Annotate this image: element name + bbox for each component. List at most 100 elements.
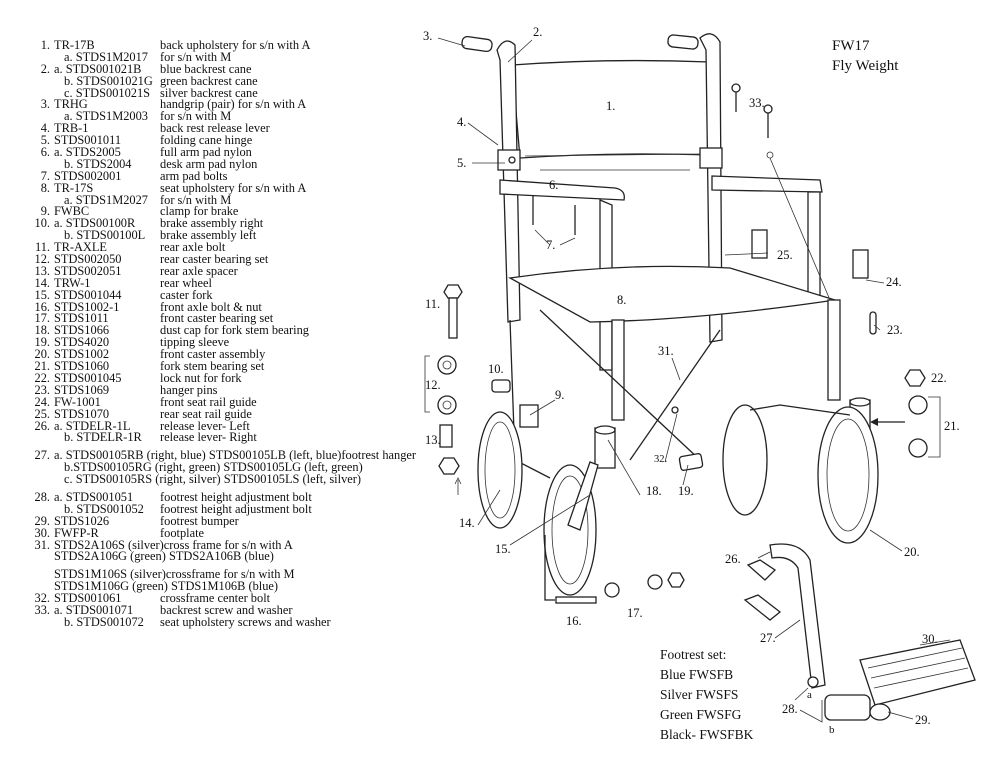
part-description: seat upholstery screws and washer [160,614,331,629]
part-code: a. STDS00100R [54,216,136,231]
part-description: rear axle spacer [160,263,238,278]
part-number: 9. [40,204,50,219]
part-code: STDS1002-1 [54,299,120,314]
brake-assembly [491,379,511,393]
part-description: rear axle bolt [160,240,226,255]
rear-axle-spacer [439,424,453,448]
part-number: 24. [34,394,51,409]
part-description: hanger pins [160,382,218,397]
part-description: back rest release lever [160,121,270,136]
folding-cane-hinge-right [699,147,723,169]
part-description: footrest height adjustment bolt [160,501,312,516]
part-code: STDS1002 [54,347,110,362]
part-number: 6. [40,145,50,160]
arm-pad-left [499,179,625,201]
part-code: STDS001044 [54,287,122,302]
part-code: STDS1M106S (silver)crossframe for s/n wi… [54,567,295,582]
callout-28b: b [829,724,835,736]
backrest-cane-right [699,33,723,343]
part-code: TRB-1 [54,121,89,136]
arm-support-right [807,191,821,301]
part-description: clamp for brake [160,204,239,219]
handgrip-left [461,35,493,53]
front-bearing [647,574,663,590]
part-code: a. STDS001021B [54,61,142,76]
footrest-bumper [869,703,891,721]
brake-clamp [519,404,539,428]
part-code: STDS002051 [54,263,122,278]
arm-pad-right [711,175,823,193]
part-code: a. STDS00105RB (right, blue) STDS00105LB… [54,448,417,463]
part-description: caster fork [160,287,213,302]
part-code: STDS1070 [54,406,110,421]
part-description: rear seat rail guide [160,406,252,421]
part-code: STDS1026 [54,513,110,528]
part-number: 16. [34,299,51,314]
part-number: 5. [40,133,50,148]
part-description: front caster assembly [160,347,266,362]
part-code: STDS002050 [54,252,122,267]
part-code: a. STDS1M2003 [64,109,148,124]
callout-28a: a [807,689,812,701]
part-code: FWFP-R [54,525,99,540]
cross-frame-bar [629,329,721,461]
part-code: b. STDS001072 [64,614,144,629]
callout-13: 13. [425,433,441,447]
lock-nut [904,369,926,387]
part-code: a. STDS001071 [54,602,134,617]
front-leg-right [827,299,841,401]
part-number: 14. [34,275,51,290]
part-description: front axle bolt & nut [160,299,262,314]
footrest-option: Blue FWSFB [660,667,734,682]
callout-18: 18. [646,484,662,498]
part-code: FW-1001 [54,394,101,409]
callout-3: 3. [423,29,432,43]
part-description: seat upholstery for s/n with A [160,180,307,195]
callout-12: 12. [425,378,441,392]
part-number: 28. [34,489,51,504]
crossframe-center-bolt [671,406,679,414]
part-description: lock nut for fork [160,370,242,385]
part-code: TR-AXLE [54,240,107,255]
part-code: b.STDS00105RG (right, green) STDS00105LG… [64,460,363,475]
callout-14: 14. [459,516,475,530]
callout-16: 16. [566,614,582,628]
part-description: full arm pad nylon [160,145,252,160]
part-description: for s/n with M [160,109,232,124]
part-code: a. STDELR-1L [54,418,131,433]
part-number: 10. [34,216,51,231]
footrest-option: Green FWSFG [660,707,742,722]
model-name: Fly Weight [832,58,899,74]
footrest-hanger [743,543,826,689]
footrest-clamp [824,694,871,721]
part-number: 4. [40,121,50,136]
part-code: STDS002001 [54,168,122,183]
callout-17: 17. [627,606,643,620]
part-code: STDS001045 [54,370,122,385]
callout-4: 4. [457,115,466,129]
part-code: STDS4020 [54,335,110,350]
part-code: TRW-1 [54,275,91,290]
footrest-option: Silver FWSFS [660,687,739,702]
part-number: 3. [40,97,50,112]
callout-11: 11. [425,297,440,311]
part-code: b. STDS00100L [64,228,146,243]
part-description: footrest height adjustment bolt [160,489,312,504]
part-number: 1. [40,38,50,52]
callout-20: 20. [904,545,920,559]
part-description: for s/n with M [160,192,232,207]
front-axle-bolt [555,596,597,604]
part-description: back upholstery for s/n with A [160,38,311,52]
part-number: 20. [34,347,51,362]
part-code: STDS1069 [54,382,110,397]
part-code: TR-17B [54,38,95,52]
tipping-sleeve [678,453,704,471]
part-description: folding cane hinge [160,133,253,148]
leader-line [544,535,555,601]
callout-22: 22. [931,371,947,385]
part-number: 21. [34,359,51,374]
part-description: for s/n with M [160,49,232,64]
part-number: 12. [34,252,51,267]
part-number: 17. [34,311,51,326]
rear-wheel-right [722,404,768,516]
